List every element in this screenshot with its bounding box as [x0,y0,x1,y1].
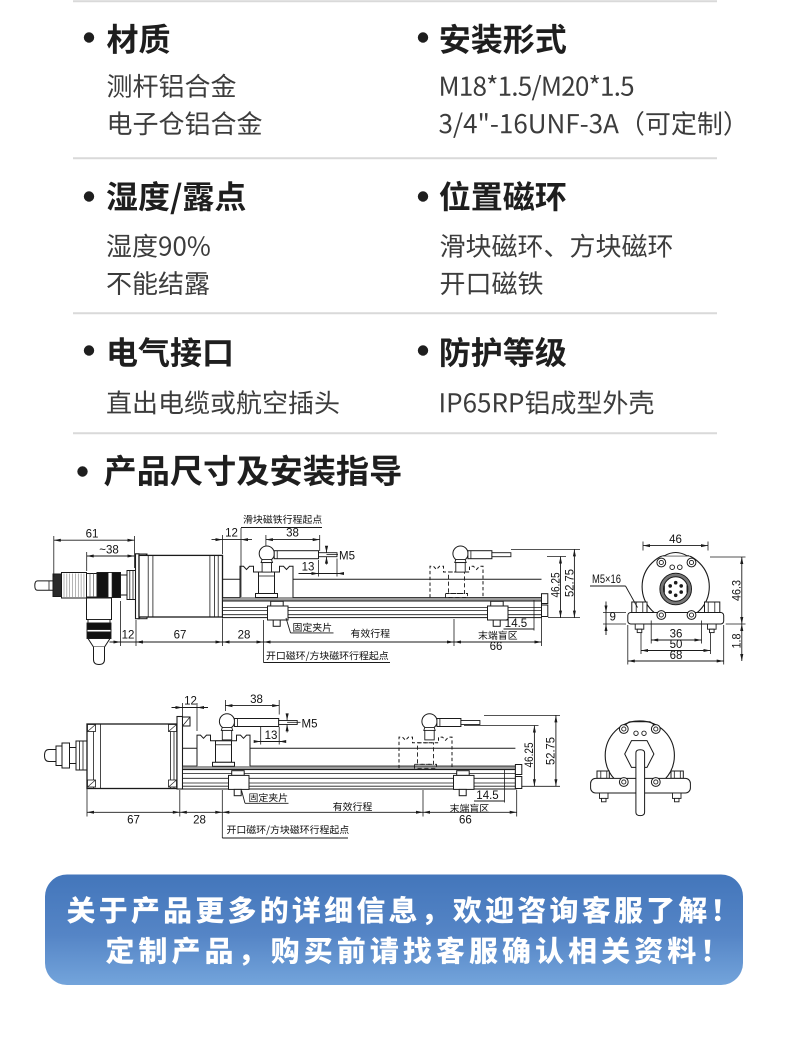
svg-text:61: 61 [86,529,99,541]
svg-text:12: 12 [122,630,135,642]
svg-text:28: 28 [193,815,206,827]
svg-text:66: 66 [490,641,503,653]
svg-text:13: 13 [302,562,315,574]
svg-text:46.25: 46.25 [524,743,536,768]
svg-text:M5: M5 [339,551,355,563]
svg-text:~38: ~38 [99,545,119,557]
svg-text:M5: M5 [302,719,318,731]
svg-text:67: 67 [174,630,187,642]
svg-text:28: 28 [238,630,251,642]
svg-text:1.8: 1.8 [731,634,743,649]
svg-text:52.75: 52.75 [564,569,576,597]
svg-text:9: 9 [610,612,616,624]
svg-text:12: 12 [184,696,197,708]
svg-text:46.3: 46.3 [731,580,743,601]
svg-text:50: 50 [670,639,683,651]
svg-text:12: 12 [225,528,238,540]
svg-text:38: 38 [286,528,299,540]
svg-text:68: 68 [670,650,683,662]
svg-text:14.5: 14.5 [476,790,498,802]
svg-text:36: 36 [670,629,683,641]
svg-text:13: 13 [265,730,278,742]
svg-text:46: 46 [669,534,682,546]
svg-text:38: 38 [250,694,263,706]
svg-text:52.75: 52.75 [546,737,558,765]
svg-text:67: 67 [127,815,140,827]
svg-text:M5×16: M5×16 [592,574,621,586]
svg-text:14.5: 14.5 [505,618,527,630]
svg-text:66: 66 [459,815,472,827]
svg-text:46.25: 46.25 [550,573,562,598]
